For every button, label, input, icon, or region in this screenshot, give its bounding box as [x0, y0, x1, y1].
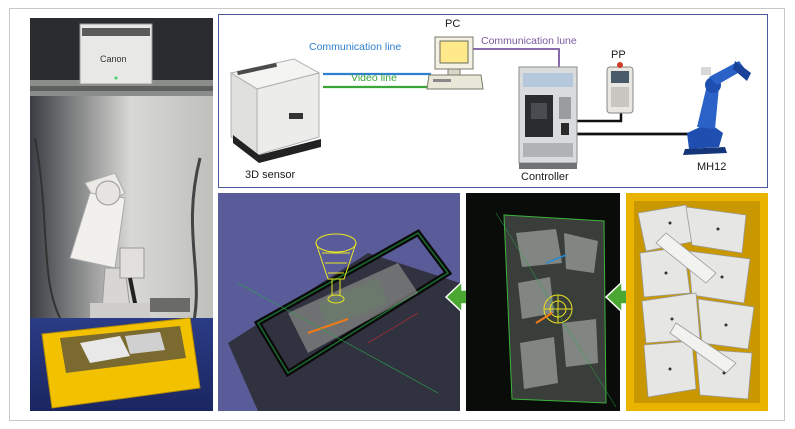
- video-line-label: Video line: [351, 72, 397, 84]
- figure-frame: [9, 8, 785, 421]
- communication-lune-label: Communication lune: [481, 35, 577, 47]
- point-cloud-view: [218, 193, 460, 411]
- controller-label: Controller: [521, 171, 569, 183]
- robot-label: MH12: [697, 161, 727, 173]
- system-diagram: PC Communication line Communication lune…: [218, 14, 768, 188]
- pc-image: [426, 36, 484, 90]
- robot-image: [683, 61, 751, 155]
- pp-image: [606, 62, 634, 114]
- robot-cell-photo: Canon: [30, 18, 213, 411]
- sensor-image: [229, 58, 321, 163]
- communication-line-label: Communication line: [309, 41, 402, 53]
- camera-brand-text: Canon: [100, 54, 127, 64]
- pc-label: PC: [445, 18, 461, 30]
- parts-bin-photo: [626, 193, 768, 411]
- sensor-label: 3D sensor: [245, 169, 296, 181]
- pp-label: PP: [611, 49, 626, 61]
- camera-detection-view: [466, 193, 620, 411]
- controller-image: [518, 66, 578, 169]
- pp-cable: [577, 111, 623, 123]
